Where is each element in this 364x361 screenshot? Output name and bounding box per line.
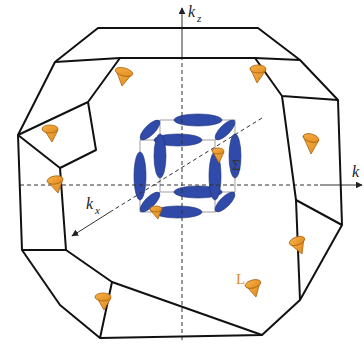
zone-outline (18, 28, 342, 338)
axis-label: k (86, 196, 93, 212)
point-label: Σ (232, 158, 241, 173)
axis-label: k (352, 164, 359, 180)
axis-label: k (188, 4, 195, 20)
axis-subscript: x (95, 205, 100, 216)
point-label: L (236, 272, 245, 287)
axes (20, 8, 362, 340)
sigma-pockets (134, 114, 241, 218)
axis-subscript: z (197, 13, 201, 24)
l-pockets (42, 65, 320, 310)
